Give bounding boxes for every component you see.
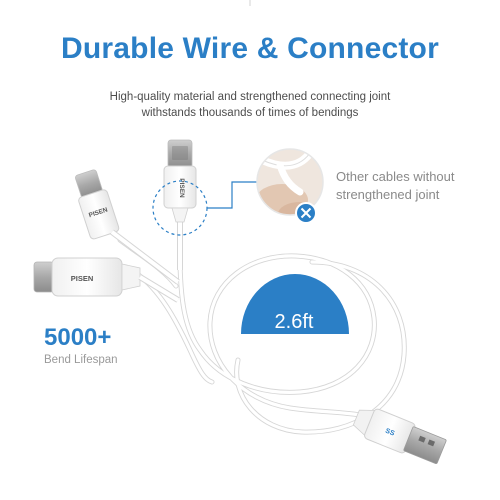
top-divider [249, 0, 251, 6]
micro-b-usb3-connector: PISEN [33, 257, 141, 297]
subtitle-line-1: High-quality material and strengthened c… [109, 91, 391, 103]
comparison-line-1: Other cables without [336, 169, 455, 184]
usb-a-connector: SS [352, 408, 447, 464]
micro-usb-left-connector: PISEN [75, 169, 120, 240]
headline: Durable Wire & Connector [61, 32, 439, 65]
callout-line [207, 181, 257, 209]
brand-logo-top: PISEN [178, 178, 185, 198]
close-icon [295, 202, 317, 224]
micro-usb-top-connector: PISEN [163, 139, 197, 223]
brand-logo-micro-b: PISEN [71, 274, 94, 283]
subtitle-line-2: withstands thousands of times of bending… [141, 107, 359, 119]
bend-count: 5000+ [44, 324, 112, 351]
comparison-line-2: strengthened joint [336, 187, 440, 202]
usb-ss-icon: SS [384, 428, 396, 438]
cable-length-label: 2.6ft [274, 311, 314, 333]
length-badge [241, 274, 349, 334]
bend-count-label: Bend Lifespan [44, 354, 118, 366]
